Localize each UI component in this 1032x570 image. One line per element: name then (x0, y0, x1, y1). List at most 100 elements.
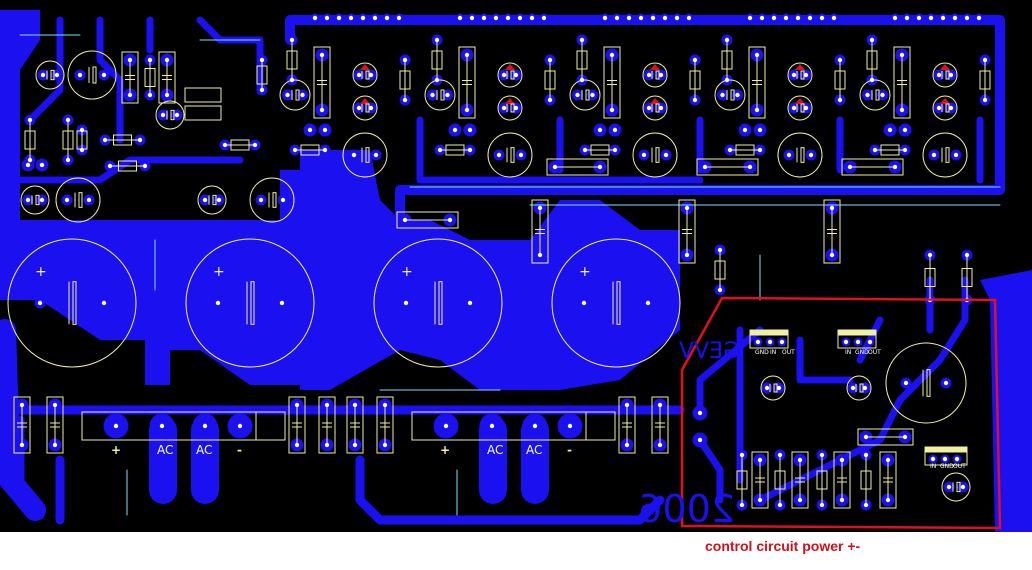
pad-hole (65, 117, 71, 123)
bridge-minus-label: - (567, 443, 572, 457)
pad-hole (892, 15, 898, 21)
pad-hole (936, 72, 942, 78)
pad-hole (493, 15, 499, 21)
resistor-body (924, 268, 936, 287)
pad-hole (447, 217, 453, 223)
pad-hole (356, 105, 362, 111)
pad-hole (829, 252, 835, 258)
pad-hole (54, 72, 60, 78)
pad-hole (940, 15, 946, 21)
pad-hole (735, 92, 740, 98)
pad-hole (384, 15, 390, 21)
reg3-pin: GND (940, 463, 954, 470)
pad-hole (86, 197, 92, 203)
pad-hole (982, 97, 988, 103)
resistor-body (961, 268, 973, 287)
electrolytic-capacitor-outline (714, 79, 746, 111)
electrolytic-capacitor-outline (342, 132, 388, 178)
pad-hole (720, 92, 725, 98)
capacitor-plate (78, 192, 83, 208)
pad-hole (863, 434, 869, 440)
electrolytic-capacitor-outline (932, 95, 958, 121)
pad-hole (641, 152, 647, 158)
pad-hole (783, 15, 789, 21)
capacitor-plate (585, 89, 590, 101)
pad-hole (946, 484, 952, 490)
pad-hole (754, 107, 760, 113)
pad-hole (942, 456, 948, 462)
pad-hole (481, 15, 487, 21)
electrolytic-capacitor-outline (551, 238, 681, 368)
pad-hole (352, 402, 358, 408)
pad-hole (77, 72, 83, 78)
resistor-body (590, 144, 610, 156)
bridge-minus-label: - (237, 443, 242, 457)
pad-hole (887, 127, 893, 133)
pad-hole (147, 57, 153, 63)
pad-hole (445, 92, 450, 98)
copper-layer (0, 10, 1032, 532)
capacitor-plate (926, 369, 931, 397)
pad-hole (776, 385, 782, 391)
control-circuit-outline (680, 296, 1002, 530)
pad-hole (164, 57, 170, 63)
pad-hole (657, 402, 663, 408)
pad-hole (692, 57, 698, 63)
pad-hole (547, 97, 553, 103)
capacitor-plate (295, 89, 300, 101)
capacitor-plate (800, 147, 805, 163)
resistor-body (256, 65, 268, 85)
capacitor-outline (833, 451, 851, 509)
pad-hole (437, 147, 443, 153)
pad-hole (829, 205, 835, 211)
pad-hole (396, 15, 402, 21)
pad-hole (697, 437, 703, 443)
plus-mark: + (579, 264, 591, 280)
pad-hole (869, 37, 875, 43)
pad-hole (803, 72, 809, 78)
pad-hole (372, 15, 378, 21)
pad-hole (739, 452, 745, 458)
caption-control-circuit: control circuit power +- (705, 538, 861, 554)
pad-hole (39, 197, 45, 203)
pad-hole (863, 502, 869, 508)
pad-hole (464, 52, 470, 58)
reg3-pin: IN (930, 463, 936, 470)
ground-pour-center (300, 150, 680, 390)
pad-hole (902, 147, 908, 153)
pad-hole (434, 37, 440, 43)
reg2-pin: IN (845, 349, 851, 356)
capacitor-plate (92, 66, 97, 84)
capacitor-outline (318, 396, 336, 454)
resistor-body (300, 144, 320, 156)
pad-hole (602, 15, 608, 21)
pad-hole (948, 72, 954, 78)
pad-hole (215, 300, 221, 306)
trace-bus-top (285, 15, 1005, 225)
pad-hole (797, 497, 803, 503)
pad-hole (402, 217, 408, 223)
regulator-tab (749, 329, 789, 336)
pad-hole (537, 205, 543, 211)
pad-hole (837, 57, 843, 63)
pad-hole (222, 142, 228, 148)
capacitor-outline (13, 396, 31, 454)
capacitor-outline (678, 199, 696, 264)
capacitor-plate (956, 481, 961, 493)
electrolytic-capacitor-outline (497, 95, 523, 121)
pad-hole (916, 15, 922, 21)
electrolytic-capacitor-outline (932, 62, 958, 88)
pad-hole (39, 162, 45, 168)
pad-hole (79, 127, 85, 133)
red-marker (650, 64, 660, 104)
capacitor-plate (50, 69, 55, 81)
pad-hole (952, 15, 958, 21)
pad-hole (517, 15, 523, 21)
pad-hole (382, 442, 388, 448)
pad-hole (764, 385, 770, 391)
pad-hole (501, 105, 507, 111)
capacitor-outline (458, 46, 476, 119)
resistor-body (113, 134, 132, 146)
pad-hole (382, 402, 388, 408)
pad-hole (976, 15, 982, 21)
